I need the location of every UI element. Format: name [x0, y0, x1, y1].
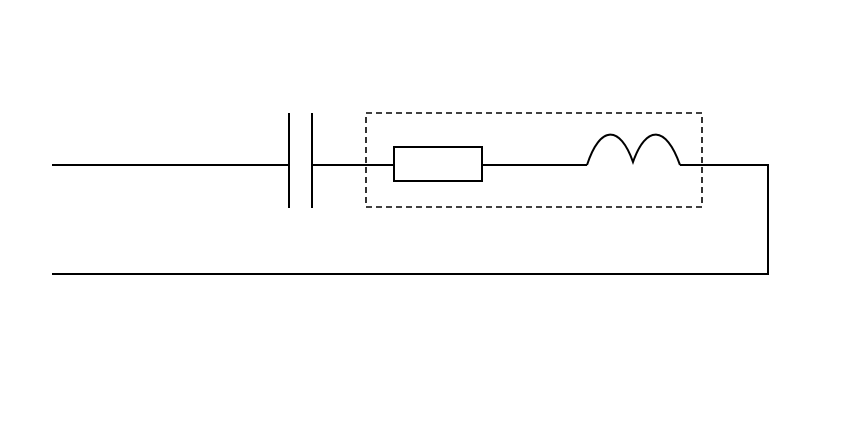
wire-return: [52, 164, 769, 275]
dashed-enclosure: [365, 112, 703, 208]
inductor: [586, 133, 681, 166]
resistor: [393, 146, 483, 182]
